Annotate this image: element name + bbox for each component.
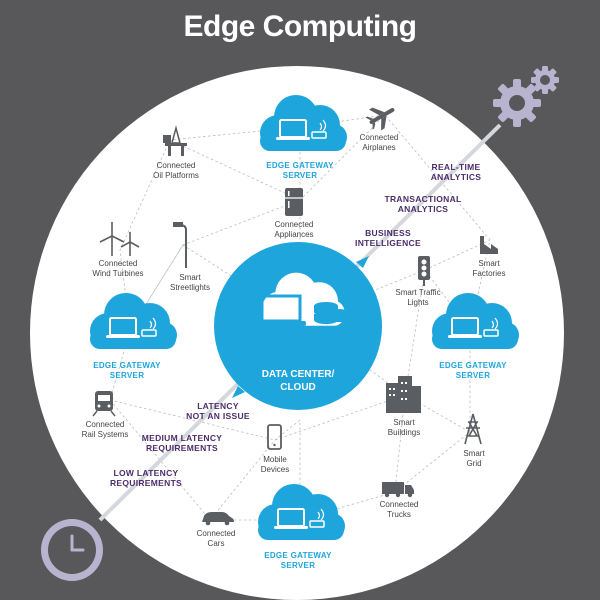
svg-text:Smart: Smart [478, 259, 500, 268]
device-factories: Smart Factories [473, 236, 506, 278]
svg-text:Airplanes: Airplanes [362, 143, 395, 152]
edge-gateway-left: EDGE GATEWAY SERVER [90, 293, 177, 380]
edge-gateway-top: EDGE GATEWAY SERVER [260, 95, 347, 180]
traffic-light-icon [418, 256, 430, 286]
gateway-label-1: EDGE GATEWAY [93, 361, 161, 370]
svg-text:Streetlights: Streetlights [170, 283, 210, 292]
svg-text:Trucks: Trucks [387, 510, 411, 519]
device-wind-turbines: Connected Wind Turbines [92, 222, 144, 278]
building-icon [386, 376, 421, 413]
svg-text:Mobile: Mobile [263, 455, 287, 464]
svg-text:INTELLIGENCE: INTELLIGENCE [355, 238, 421, 248]
svg-text:Connected: Connected [99, 259, 138, 268]
smartphone-icon [267, 424, 282, 450]
svg-text:REAL-TIME: REAL-TIME [432, 162, 481, 172]
power-tower-icon [464, 413, 482, 445]
svg-text:MEDIUM LATENCY: MEDIUM LATENCY [142, 433, 223, 443]
svg-text:Wind Turbines: Wind Turbines [92, 269, 143, 278]
refrigerator-icon [285, 188, 303, 216]
svg-text:Smart: Smart [179, 273, 201, 282]
label-medium-latency: MEDIUM LATENCY REQUIREMENTS [142, 433, 223, 453]
device-buildings: Smart Buildings [386, 376, 421, 437]
truck-icon [382, 482, 414, 498]
svg-text:Lights: Lights [407, 298, 428, 307]
edge-gateway-right: EDGE GATEWAY SERVER [432, 293, 519, 380]
gateway-label-2: SERVER [283, 171, 318, 180]
train-icon [92, 391, 116, 417]
svg-text:Connected: Connected [275, 220, 314, 229]
factory-icon [480, 236, 498, 254]
server-laptop-icon [256, 294, 306, 326]
clock-icon [41, 519, 103, 581]
label-business-intelligence: BUSINESS INTELLIGENCE [355, 228, 421, 248]
svg-text:BUSINESS: BUSINESS [365, 228, 411, 238]
gateway-label-2: SERVER [110, 371, 145, 380]
svg-text:LOW LATENCY: LOW LATENCY [114, 468, 179, 478]
gears-icon [493, 66, 559, 127]
svg-text:REQUIREMENTS: REQUIREMENTS [110, 478, 182, 488]
device-mobile: Mobile Devices [261, 424, 289, 474]
label-latency-not-an-issue: LATENCY NOT AN ISSUE [186, 401, 250, 421]
svg-text:Buildings: Buildings [388, 428, 420, 437]
device-grid: Smart Grid [463, 413, 485, 468]
svg-text:TRANSACTIONAL: TRANSACTIONAL [384, 194, 461, 204]
svg-text:Rail Systems: Rail Systems [82, 430, 129, 439]
svg-text:Connected: Connected [157, 161, 196, 170]
svg-text:Cars: Cars [208, 539, 225, 548]
svg-text:Smart: Smart [463, 449, 485, 458]
gateway-label-1: EDGE GATEWAY [266, 161, 334, 170]
edge-gateway-bottom: EDGE GATEWAY SERVER [258, 484, 345, 570]
svg-text:LATENCY: LATENCY [197, 401, 239, 411]
device-streetlights: Smart Streetlights [170, 222, 210, 292]
device-trucks: Connected Trucks [380, 482, 419, 519]
svg-text:Connected: Connected [360, 133, 399, 142]
device-rail: Connected Rail Systems [82, 391, 129, 439]
svg-text:ANALYTICS: ANALYTICS [398, 204, 449, 214]
page-title: Edge Computing [183, 10, 417, 43]
car-icon [202, 512, 234, 526]
gateway-label-2: SERVER [456, 371, 491, 380]
svg-text:Devices: Devices [261, 465, 289, 474]
airplane-icon [365, 107, 395, 131]
svg-text:Appliances: Appliances [274, 230, 313, 239]
gateway-label-2: SERVER [281, 561, 316, 570]
gateway-label-1: EDGE GATEWAY [439, 361, 507, 370]
svg-text:Connected: Connected [197, 529, 236, 538]
data-center-node: DATA CENTER/ CLOUD [214, 242, 382, 410]
svg-text:Factories: Factories [473, 269, 506, 278]
svg-text:Oil Platforms: Oil Platforms [153, 171, 199, 180]
svg-text:Smart: Smart [393, 418, 415, 427]
data-center-label-2: CLOUD [280, 382, 316, 393]
wind-turbine-icon [99, 222, 140, 256]
svg-text:Grid: Grid [466, 459, 481, 468]
label-transactional-analytics: TRANSACTIONAL ANALYTICS [384, 194, 461, 214]
oil-platform-icon [163, 125, 187, 156]
label-real-time-analytics: REAL-TIME ANALYTICS [431, 162, 482, 182]
svg-text:Connected: Connected [380, 500, 419, 509]
svg-text:ANALYTICS: ANALYTICS [431, 172, 482, 182]
svg-text:Connected: Connected [86, 420, 125, 429]
database-icon [314, 302, 347, 324]
device-airplanes: Connected Airplanes [360, 107, 399, 152]
arrow-head-bottom [232, 386, 245, 398]
device-appliances: Connected Appliances [274, 188, 314, 239]
streetlight-icon [173, 222, 187, 268]
device-traffic-lights: Smart Traffic Lights [395, 256, 441, 307]
svg-text:NOT AN ISSUE: NOT AN ISSUE [186, 411, 250, 421]
device-oil-platforms: Connected Oil Platforms [153, 125, 199, 180]
svg-text:REQUIREMENTS: REQUIREMENTS [146, 443, 218, 453]
gateway-label-1: EDGE GATEWAY [264, 551, 332, 560]
svg-text:Smart Traffic: Smart Traffic [395, 288, 440, 297]
arrow-head-top [356, 256, 369, 268]
data-center-label-1: DATA CENTER/ [262, 369, 335, 380]
label-low-latency: LOW LATENCY REQUIREMENTS [110, 468, 182, 488]
device-cars: Connected Cars [197, 512, 236, 548]
